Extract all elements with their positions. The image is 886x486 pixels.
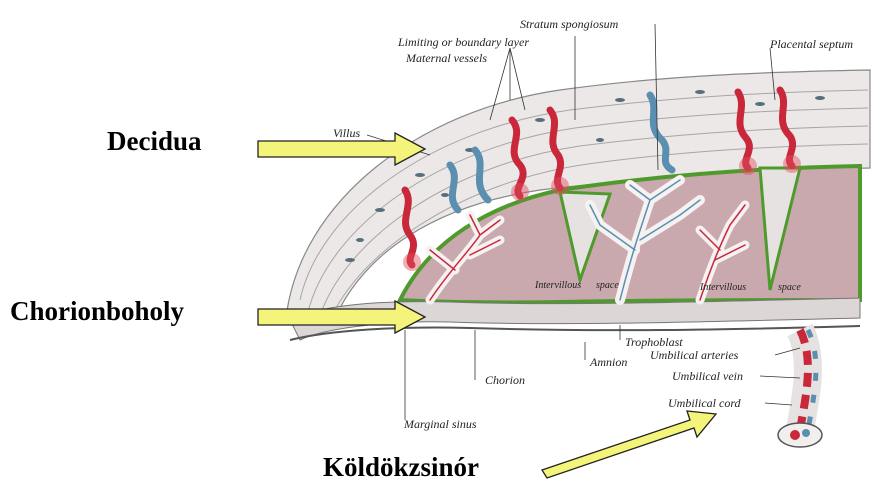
label-maternal-vessels: Maternal vessels: [405, 51, 487, 65]
label-trophoblast: Trophoblast: [625, 335, 683, 349]
arrow-koldokzsinor: [542, 411, 716, 478]
label-chorionboholy: Chorionboholy: [10, 296, 184, 327]
label-intervillous-1: Intervillous: [534, 280, 581, 291]
label-stratum-spongiosum: Stratum spongiosum: [520, 17, 619, 31]
label-chorion: Chorion: [485, 373, 525, 387]
amnion-line: [290, 326, 860, 340]
label-decidua: Decidua: [107, 126, 202, 157]
label-umbilical-cord: Umbilical cord: [668, 396, 742, 410]
label-koldokzsinor: Köldökzsinór: [323, 452, 479, 483]
label-umbilical-vein: Umbilical vein: [672, 369, 743, 383]
label-intervillous-2: Intervillous: [699, 282, 746, 293]
label-umbilical-arteries: Umbilical arteries: [650, 348, 739, 362]
label-marginal-sinus: Marginal sinus: [403, 417, 477, 431]
label-villus: Villus: [333, 126, 360, 140]
label-intervillous-1b: space: [596, 280, 619, 291]
label-amnion: Amnion: [589, 355, 627, 369]
umbilical-cord: [778, 330, 822, 447]
label-placental-septum: Placental septum: [769, 37, 853, 51]
label-intervillous-2b: space: [778, 282, 801, 293]
label-limiting-layer: Limiting or boundary layer: [397, 35, 529, 49]
